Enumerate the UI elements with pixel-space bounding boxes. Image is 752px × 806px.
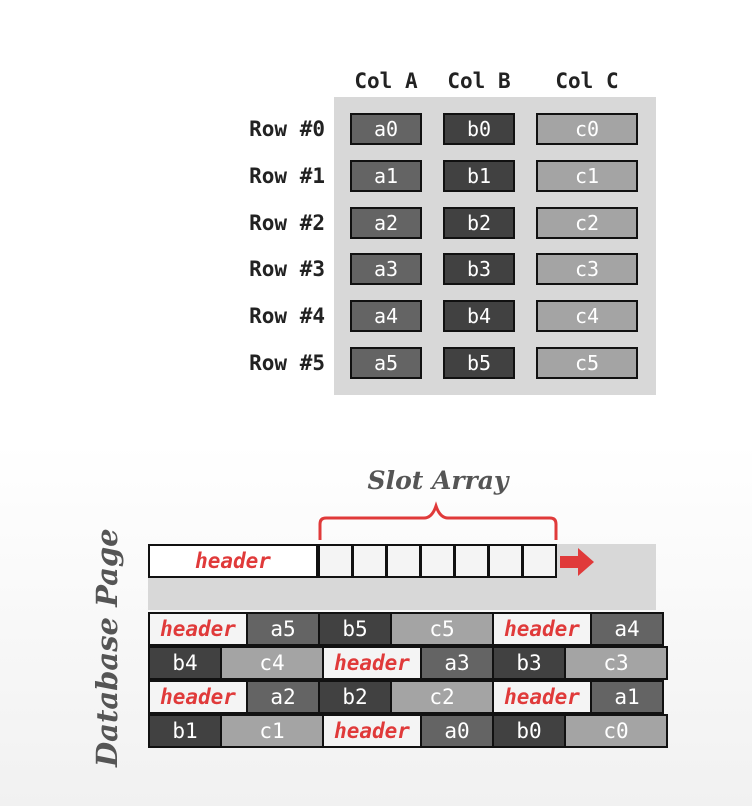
tuple-value: a4 xyxy=(590,612,664,646)
slot xyxy=(318,544,353,578)
tuple-value: b0 xyxy=(492,714,566,748)
row-label: Row #5 xyxy=(249,351,325,375)
table-cell: a2 xyxy=(350,207,422,239)
table-cell: c0 xyxy=(536,113,638,145)
tuple-header: header xyxy=(148,612,248,646)
table-cell: b2 xyxy=(443,207,515,239)
slot xyxy=(420,544,455,578)
slot xyxy=(488,544,523,578)
row-label: Row #1 xyxy=(249,164,325,188)
row-label: Row #2 xyxy=(249,211,325,235)
table-cell: c2 xyxy=(536,207,638,239)
table-cell: a4 xyxy=(350,300,422,332)
table-background xyxy=(334,97,656,395)
table-cell: a1 xyxy=(350,160,422,192)
row-label: Row #4 xyxy=(249,304,325,328)
tuple-header: header xyxy=(148,680,248,714)
tuple-value: a5 xyxy=(246,612,320,646)
table-cell: c5 xyxy=(536,347,638,379)
arrow-right-icon xyxy=(560,548,594,576)
column-header-b: Col B xyxy=(447,69,511,93)
table-cell: a3 xyxy=(350,253,422,285)
table-cell: a0 xyxy=(350,113,422,145)
tuple-value: a3 xyxy=(420,646,494,680)
slot xyxy=(522,544,557,578)
tuple-value: c5 xyxy=(390,612,494,646)
table-cell: b5 xyxy=(443,347,515,379)
tuple-header: header xyxy=(322,714,422,748)
column-header-c: Col C xyxy=(555,69,619,93)
table-cell: b3 xyxy=(443,253,515,285)
slot-array-brace xyxy=(318,501,558,540)
table-cell: c1 xyxy=(536,160,638,192)
table-cell: b1 xyxy=(443,160,515,192)
page-header: header xyxy=(148,544,318,578)
tuple-value: a2 xyxy=(246,680,320,714)
tuple-value: b5 xyxy=(318,612,392,646)
tuple-header: header xyxy=(492,612,592,646)
column-header-a: Col A xyxy=(354,69,418,93)
table-cell: c3 xyxy=(536,253,638,285)
tuple-value: b1 xyxy=(148,714,222,748)
row-label: Row #0 xyxy=(249,117,325,141)
slot xyxy=(352,544,387,578)
tuple-value: c0 xyxy=(564,714,668,748)
tuple-value: c1 xyxy=(220,714,324,748)
tuple-value: c3 xyxy=(564,646,668,680)
tuple-value: c4 xyxy=(220,646,324,680)
table-cell: b4 xyxy=(443,300,515,332)
tuple-value: c2 xyxy=(390,680,494,714)
tuple-header: header xyxy=(492,680,592,714)
tuple-value: b2 xyxy=(318,680,392,714)
slot-array-label: Slot Array xyxy=(367,466,509,495)
tuple-value: a1 xyxy=(590,680,664,714)
tuple-value: b3 xyxy=(492,646,566,680)
row-label: Row #3 xyxy=(249,257,325,281)
tuple-value: a0 xyxy=(420,714,494,748)
slot xyxy=(454,544,489,578)
table-cell: c4 xyxy=(536,300,638,332)
database-page-title: Database Page xyxy=(90,528,124,767)
table-cell: a5 xyxy=(350,347,422,379)
table-cell: b0 xyxy=(443,113,515,145)
tuple-header: header xyxy=(322,646,422,680)
tuple-value: b4 xyxy=(148,646,222,680)
slot xyxy=(386,544,421,578)
